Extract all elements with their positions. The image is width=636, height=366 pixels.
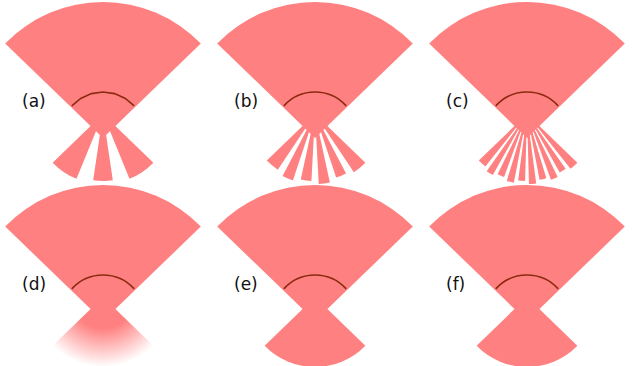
fan-shape xyxy=(429,2,625,184)
faded-fan xyxy=(53,297,154,366)
panel-label: (e) xyxy=(234,276,258,293)
panel-label: (a) xyxy=(22,93,46,110)
neck xyxy=(303,114,327,138)
upper-fan xyxy=(429,185,625,321)
panel-label: (f) xyxy=(446,276,465,293)
upper-fan xyxy=(217,2,413,138)
upper-fan xyxy=(217,185,413,321)
upper-fan xyxy=(5,185,201,321)
panel-label: (c) xyxy=(446,93,469,110)
fan-shape xyxy=(5,185,201,366)
neck xyxy=(515,297,539,321)
fold-arc xyxy=(284,275,346,289)
upper-fan xyxy=(5,2,201,138)
lower-fan xyxy=(265,297,366,366)
fold-arc xyxy=(72,92,134,106)
panel-label: (b) xyxy=(234,93,258,110)
neck xyxy=(303,297,327,321)
neck xyxy=(91,114,115,138)
neck xyxy=(515,114,539,138)
fan-shape xyxy=(217,185,413,366)
fold-arc xyxy=(496,275,558,289)
lower-fan xyxy=(477,297,578,366)
fan-shape xyxy=(5,2,201,181)
upper-fan xyxy=(429,2,625,138)
panel-label: (d) xyxy=(22,276,46,293)
fold-arc xyxy=(496,92,558,106)
fan-shape xyxy=(429,185,625,366)
neck xyxy=(91,297,115,321)
fold-arc xyxy=(284,92,346,106)
fan-shape xyxy=(217,2,413,184)
fold-arc xyxy=(72,275,134,289)
